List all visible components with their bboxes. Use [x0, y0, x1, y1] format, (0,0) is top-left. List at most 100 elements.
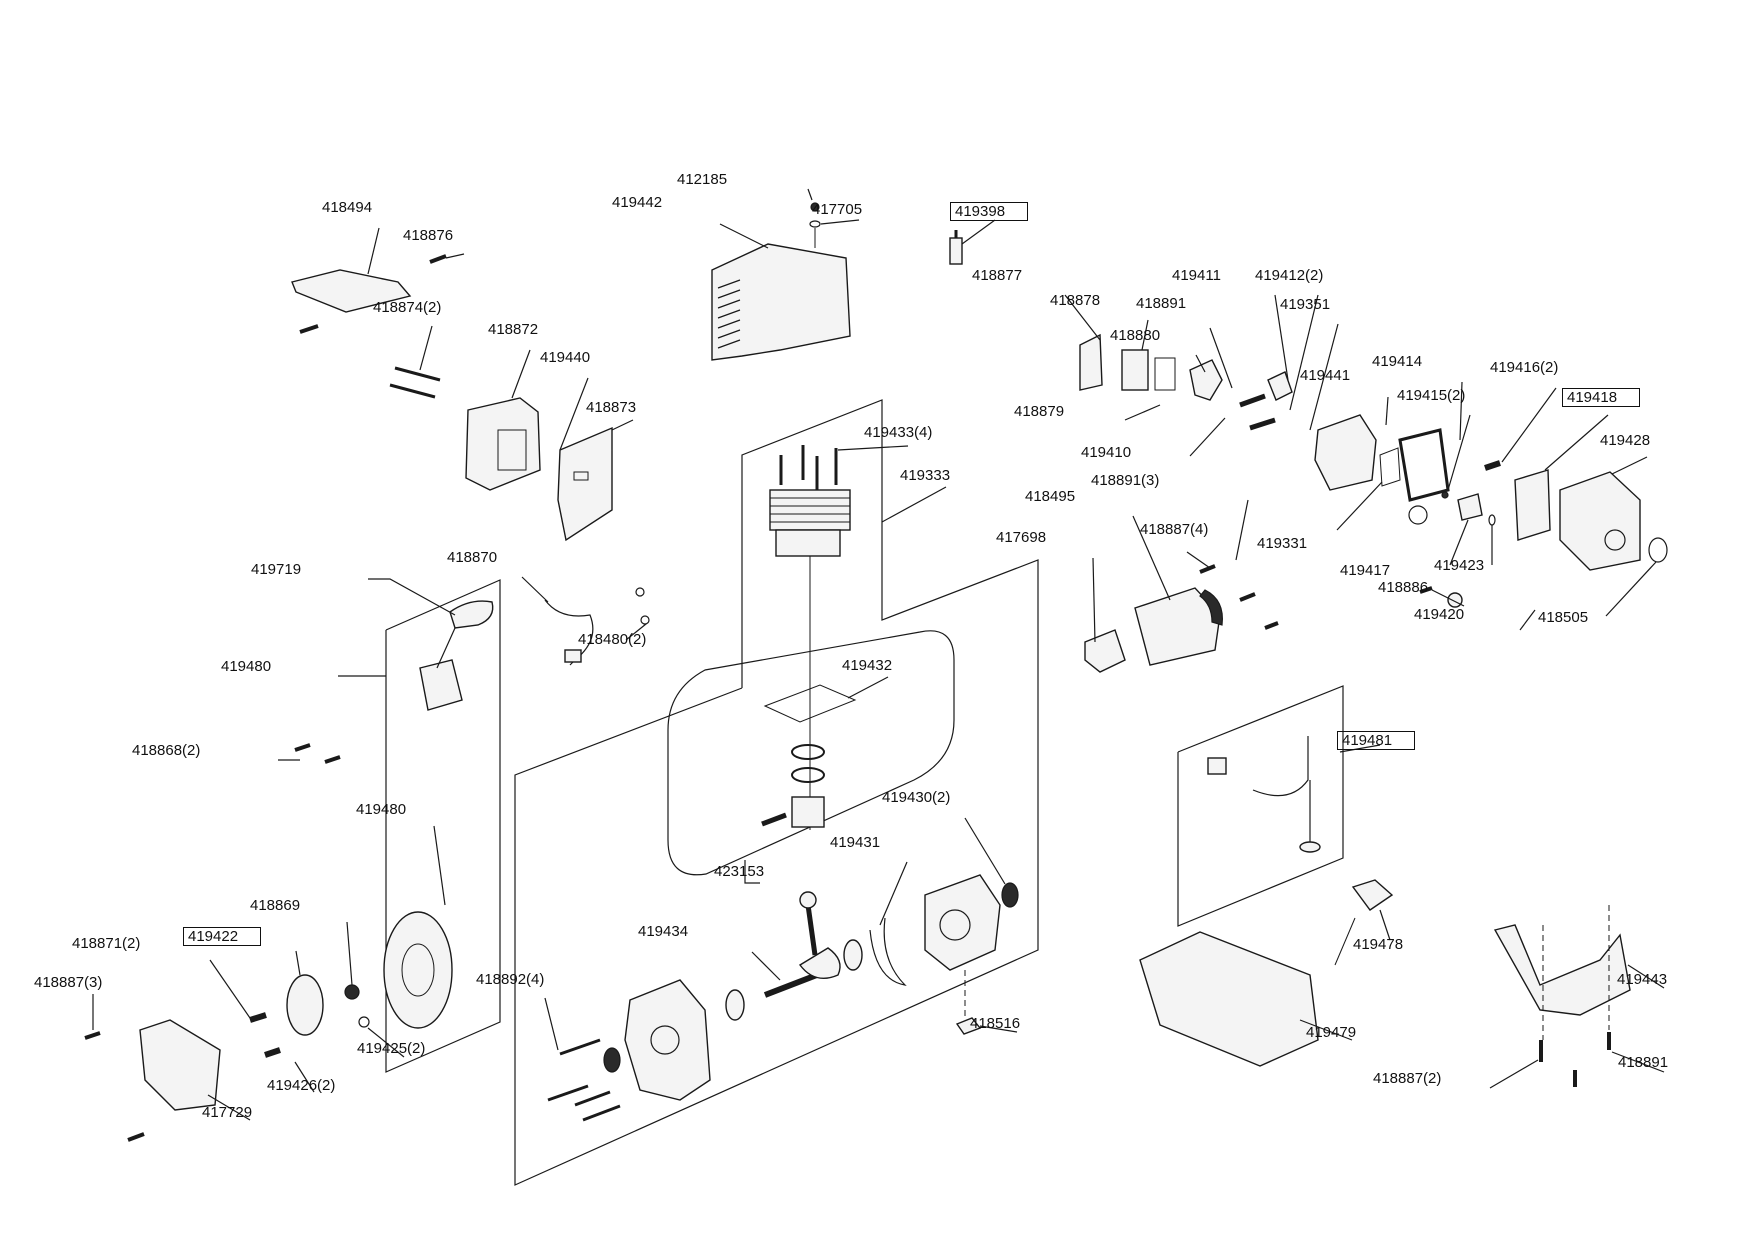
bearing-left [725, 989, 745, 1021]
part-label-419412: 419412(2) [1255, 267, 1324, 284]
starter-handle [1199, 589, 1223, 626]
part-label-419426: 419426(2) [267, 1077, 336, 1094]
piston-ring-upper [791, 744, 825, 760]
part-label-419480b: 419480 [356, 801, 407, 818]
flywheel [383, 911, 453, 1029]
part-label-418887a: 418887(4) [1140, 521, 1209, 538]
screw-418887-b [127, 1132, 145, 1142]
cylinder-gasket-419432 [763, 684, 857, 723]
seal-419430 [1001, 882, 1019, 908]
cylinder-bolts-419433 [779, 445, 838, 490]
clutch-419422 [286, 974, 324, 1036]
gasket-418879 [1154, 357, 1176, 391]
bolt-418874-a [394, 366, 441, 382]
ignition-lead [436, 627, 456, 669]
nut-418480-a [635, 587, 645, 597]
fuel-tank-419479 [1139, 931, 1319, 1067]
part-label-419416: 419416(2) [1490, 359, 1559, 376]
part-label-419423: 419423 [1434, 557, 1485, 574]
crankcase-gasket-419431 [869, 917, 907, 986]
part-label-419480a: 419480 [221, 658, 272, 675]
group-outline-piston-kit [667, 630, 955, 876]
cap-tether [1334, 917, 1356, 966]
part-label-418880: 418880 [1110, 327, 1161, 344]
part-label-419442: 419442 [612, 194, 663, 211]
pulley-417698 [1084, 629, 1126, 673]
part-label-418494: 418494 [322, 199, 373, 216]
screw-418887-a [84, 1031, 101, 1040]
part-label-418891a: 418891 [1136, 295, 1187, 312]
insulator-418878 [1121, 349, 1149, 391]
leader-lines [92, 188, 1665, 1121]
screw-cover-bottom [299, 324, 319, 334]
washer-419425 [358, 1016, 370, 1028]
primer-bulb-419420 [1447, 592, 1463, 608]
part-label-418886: 418886 [1378, 579, 1429, 596]
crankcase-left-bore [650, 1025, 680, 1055]
washer-417705 [809, 220, 821, 228]
ignition-coil [419, 659, 463, 711]
part-label-419414: 419414 [1372, 353, 1423, 370]
recoil-housing-418495 [1134, 587, 1221, 666]
screw-418876 [429, 254, 447, 264]
piston-ring-lower [791, 767, 825, 783]
part-label-419433: 419433(4) [864, 424, 933, 441]
part-label-419418: 419418 [1562, 388, 1641, 407]
part-label-423153: 423153 [714, 863, 765, 880]
gasket-419331 [1379, 447, 1401, 487]
part-label-418868: 418868(2) [132, 742, 201, 759]
part-label-419443: 419443 [1617, 971, 1668, 988]
part-label-419481: 419481 [1337, 731, 1416, 750]
crankcase-bolts-418892 [547, 1038, 621, 1122]
seal-left [603, 1047, 621, 1073]
shroud-419442 [711, 243, 851, 361]
crankshaft [763, 891, 841, 998]
elbow-419411 [1267, 371, 1293, 401]
part-label-419351: 419351 [1280, 296, 1331, 313]
nut-418869 [344, 984, 360, 1000]
part-label-418891b: 418891(3) [1091, 472, 1160, 489]
part-label-418879: 418879 [1014, 403, 1065, 420]
air-filter-419418 [1514, 469, 1551, 541]
part-label-419422: 419422 [183, 927, 262, 946]
piston-pin [761, 812, 787, 827]
part-label-418887c: 418887(2) [1373, 1070, 1442, 1087]
part-label-419431: 419431 [830, 834, 881, 851]
knob-418505 [1648, 537, 1668, 563]
group-outline-fuel-kit [1177, 685, 1344, 927]
spark-plug-419398 [949, 237, 963, 265]
fuel-cap-419478 [1351, 879, 1394, 911]
part-label-419479: 419479 [1306, 1024, 1357, 1041]
part-label-419420: 419420 [1414, 606, 1465, 623]
gasket-418877 [1079, 333, 1103, 391]
part-label-419440: 419440 [540, 349, 591, 366]
part-label-419432: 419432 [842, 657, 893, 674]
part-label-419415: 419415(2) [1397, 387, 1466, 404]
sleeve-419416 [1484, 460, 1501, 471]
part-label-418877: 418877 [972, 267, 1023, 284]
stop-wire-connector [564, 649, 582, 663]
part-label-418495: 418495 [1025, 488, 1076, 505]
stop-wire-418870 [544, 599, 594, 666]
part-label-418874: 418874(2) [373, 299, 442, 316]
part-label-419331: 419331 [1257, 535, 1308, 552]
spark-boot-419719 [449, 600, 494, 629]
group-outline-ignition [385, 579, 501, 1073]
part-label-419425: 419425(2) [357, 1040, 426, 1057]
heat-shield-port [573, 471, 589, 481]
bracket-419417 [1457, 493, 1483, 521]
coil-screw-a [294, 743, 311, 752]
part-label-418887b: 418887(3) [34, 974, 103, 991]
part-label-418505: 418505 [1538, 609, 1589, 626]
stud-419412-a [1239, 393, 1266, 408]
muffler-cover-418494 [291, 269, 412, 313]
stud-419412-b [1249, 417, 1276, 431]
part-label-418872: 418872 [488, 321, 539, 338]
screw-418887-e [1264, 621, 1279, 630]
piston [791, 796, 825, 828]
fuel-line [1252, 736, 1309, 797]
screw-418887-d [1239, 592, 1256, 602]
part-label-418891c: 418891 [1618, 1054, 1669, 1071]
part-label-419441: 419441 [1300, 367, 1351, 384]
muffler-418872 [465, 397, 541, 491]
